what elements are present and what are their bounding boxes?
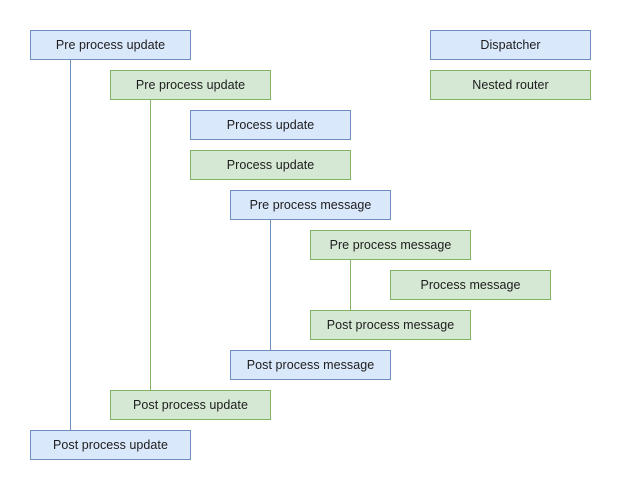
- node-n4[interactable]: Process update: [190, 150, 351, 180]
- node-n3[interactable]: Process update: [190, 110, 351, 140]
- node-label: Process message: [420, 277, 521, 292]
- node-label: Process update: [226, 157, 315, 172]
- node-n6[interactable]: Pre process message: [310, 230, 471, 260]
- node-label: Pre process message: [249, 197, 372, 212]
- node-label: Pre process update: [55, 37, 166, 52]
- node-label: Post process message: [326, 317, 455, 332]
- node-n9[interactable]: Post process message: [230, 350, 391, 380]
- legend-item-dispatcher[interactable]: Dispatcher: [430, 30, 591, 60]
- node-n2[interactable]: Pre process update: [110, 70, 271, 100]
- node-label: Post process update: [133, 397, 248, 412]
- node-label: Pre process update: [135, 77, 246, 92]
- node-label: Post process message: [246, 357, 375, 372]
- legend-item-label: Dispatcher: [480, 37, 541, 52]
- connector-n1-to-n11: [70, 60, 71, 430]
- connector-n2-to-n10: [150, 100, 151, 390]
- node-n7[interactable]: Process message: [390, 270, 551, 300]
- node-label: Process update: [226, 117, 315, 132]
- connector-n6-to-n8: [350, 260, 351, 310]
- node-n8[interactable]: Post process message: [310, 310, 471, 340]
- node-n1[interactable]: Pre process update: [30, 30, 191, 60]
- node-n11[interactable]: Post process update: [30, 430, 191, 460]
- legend-item-nested-router[interactable]: Nested router: [430, 70, 591, 100]
- node-n10[interactable]: Post process update: [110, 390, 271, 420]
- legend-item-label: Nested router: [472, 77, 549, 92]
- connector-n5-to-n9: [270, 220, 271, 350]
- node-label: Pre process message: [329, 237, 452, 252]
- node-n5[interactable]: Pre process message: [230, 190, 391, 220]
- node-label: Post process update: [53, 437, 168, 452]
